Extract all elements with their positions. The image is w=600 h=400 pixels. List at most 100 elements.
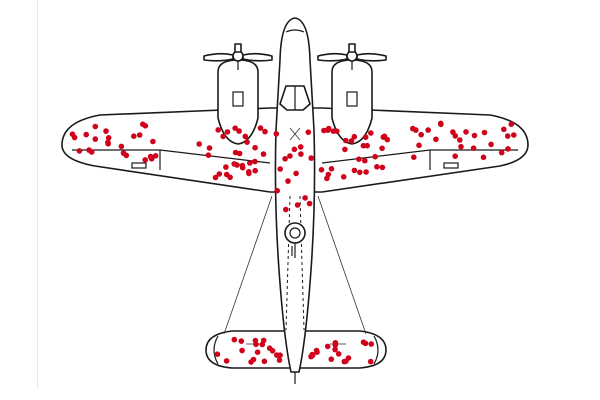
bullet-hit	[508, 121, 515, 127]
bullet-hit	[425, 127, 432, 133]
bullet-hit	[277, 352, 283, 359]
bullet-hit	[220, 133, 226, 140]
bullet-hit	[379, 145, 385, 152]
bullet-hit	[261, 358, 268, 365]
bullet-hit	[458, 143, 464, 150]
bullet-hit	[457, 137, 463, 143]
bullet-hit	[501, 126, 507, 133]
bullet-hit	[131, 133, 137, 139]
bullet-hit	[357, 169, 363, 176]
bullet-hit	[260, 151, 267, 157]
bullet-hit	[374, 164, 380, 170]
bullet-hit	[92, 123, 99, 130]
bullet-hit	[120, 150, 127, 156]
propeller-right	[317, 43, 387, 62]
bullet-hit	[328, 356, 335, 363]
bullet-hit	[325, 125, 332, 132]
bullet-hit	[351, 133, 358, 140]
bullet-hit	[362, 134, 369, 140]
bullet-hit	[92, 136, 99, 142]
bullet-hit	[384, 136, 391, 143]
bullet-hit	[274, 187, 281, 194]
bracing-wires	[223, 195, 367, 335]
bullet-hit	[246, 170, 252, 177]
fuselage	[274, 17, 316, 384]
bullet-hit	[360, 339, 367, 346]
bullet-hit	[152, 153, 159, 159]
bullet-hit	[223, 164, 229, 170]
bullet-hit	[196, 141, 202, 147]
bullet-hit	[266, 345, 273, 352]
bullet-hit	[298, 151, 304, 157]
engine-right	[331, 59, 373, 145]
bullet-hit	[247, 160, 253, 166]
bullet-hit	[252, 144, 258, 151]
bullet-hit	[481, 129, 488, 136]
bullet-hit	[239, 162, 246, 169]
bullet-hit	[368, 341, 375, 347]
bullet-hit	[253, 341, 259, 348]
bullet-hit	[105, 135, 112, 141]
bullet-hit	[276, 357, 283, 363]
bullet-hit	[262, 128, 268, 135]
bullet-hit	[488, 141, 494, 148]
bullet-hit	[142, 123, 149, 129]
bullet-hit	[340, 174, 347, 180]
bullet-hit	[293, 170, 299, 177]
bullet-hit	[410, 125, 416, 132]
bullet-hit	[302, 195, 308, 201]
bullet-hit	[232, 125, 238, 131]
bullet-hit	[223, 358, 230, 364]
bullet-hit	[362, 157, 368, 164]
bullet-hit	[305, 129, 312, 135]
bullet-hit	[294, 202, 301, 208]
bullet-hit	[232, 149, 239, 156]
bullet-hit	[282, 156, 288, 162]
bullet-hit	[342, 146, 348, 153]
bullet-hit	[345, 355, 352, 361]
bullet-hit	[511, 132, 517, 138]
bullet-hit	[364, 142, 371, 149]
bullet-hit	[318, 167, 325, 173]
bullet-hit	[212, 174, 219, 181]
bullet-hit	[308, 353, 314, 360]
bullet-hit	[277, 166, 284, 172]
bullet-hit	[285, 178, 291, 184]
propeller-left	[203, 43, 273, 62]
bullet-hit	[205, 152, 212, 158]
bullet-hit	[363, 169, 369, 175]
bullet-hit	[342, 137, 349, 144]
bullet-hit	[452, 133, 459, 139]
bullet-hit	[437, 120, 444, 127]
bullet-hit	[136, 132, 143, 138]
bullet-hit	[328, 166, 335, 172]
bullet-hit	[252, 167, 258, 174]
bullet-hit	[118, 143, 125, 150]
bullet-hit	[348, 138, 355, 144]
bullet-hit	[215, 127, 221, 133]
bullet-hit	[324, 343, 331, 350]
bullet-hit	[291, 146, 298, 153]
bullet-hit	[239, 347, 245, 354]
bullet-hit	[260, 337, 267, 344]
bullet-hit	[416, 142, 422, 149]
bullet-hit	[283, 206, 289, 213]
bullet-hit	[480, 154, 487, 161]
bullet-hit	[470, 145, 477, 151]
gun-turret	[284, 222, 306, 244]
bullet-hit	[206, 145, 213, 151]
bullet-hit	[313, 347, 320, 354]
bullet-hit	[380, 134, 387, 140]
bullet-hit	[332, 340, 339, 346]
bullet-hit	[231, 161, 237, 167]
bullet-hit	[505, 146, 511, 152]
bullet-hit	[433, 136, 439, 143]
bullet-hit	[330, 128, 337, 134]
bullet-hit	[411, 154, 417, 160]
bullet-hit	[325, 171, 332, 178]
bullet-hit	[356, 156, 362, 162]
bullet-hit	[214, 351, 221, 358]
bullet-hit	[452, 153, 459, 159]
